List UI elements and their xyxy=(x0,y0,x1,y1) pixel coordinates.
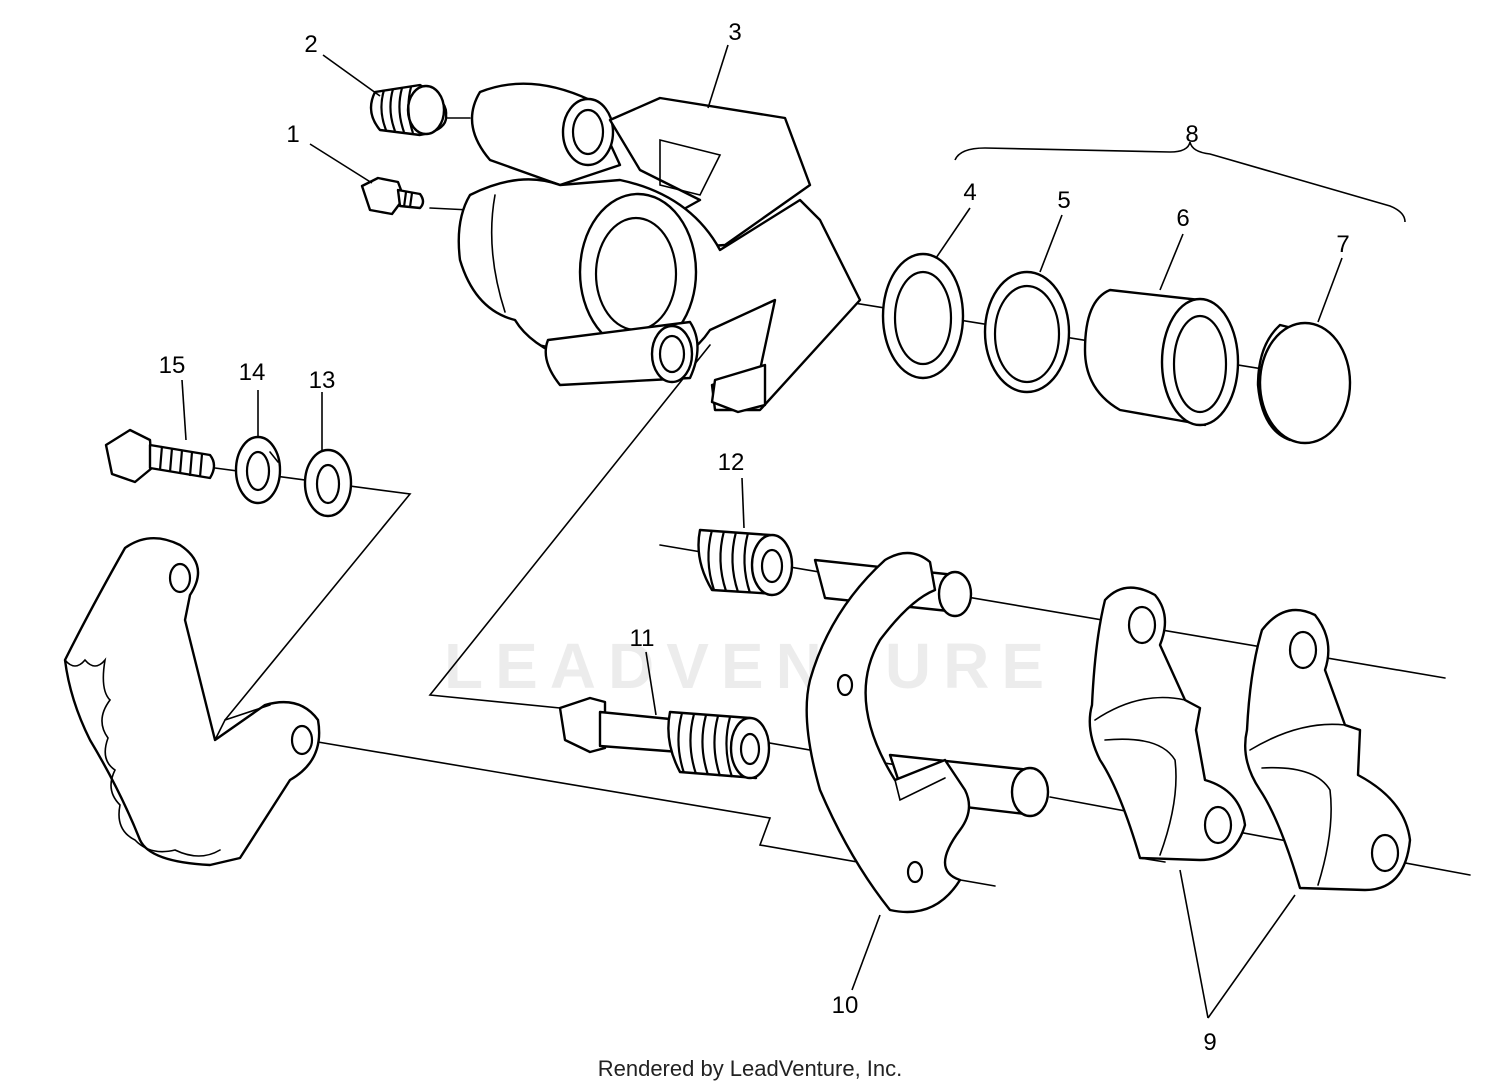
callout-3: 3 xyxy=(728,19,741,46)
pin-and-boot-part-11 xyxy=(558,696,771,780)
callout-12: 12 xyxy=(718,449,745,476)
footer-credit: Rendered by LeadVenture, Inc. xyxy=(597,1056,903,1081)
boot-part-12 xyxy=(697,528,794,597)
piston-part-6 xyxy=(1083,288,1240,427)
leader-lines xyxy=(181,44,1343,1019)
bolt-part-15 xyxy=(104,428,216,484)
callout-2: 2 xyxy=(304,31,317,58)
caliper-body-part-3 xyxy=(457,82,862,414)
callout-13: 13 xyxy=(309,367,336,394)
piston-cap-part-7 xyxy=(1256,321,1352,445)
watermark: LEADVENTURE xyxy=(444,630,1056,702)
washer-part-13 xyxy=(303,448,353,518)
callout-6: 6 xyxy=(1176,205,1189,232)
callout-8: 8 xyxy=(1185,121,1198,148)
callout-10: 10 xyxy=(832,992,859,1019)
bleeder-valve-part-1 xyxy=(360,176,425,216)
steering-knuckle xyxy=(63,537,321,867)
brake-pad-part-9-inner xyxy=(1088,586,1247,863)
callout-15: 15 xyxy=(159,352,186,379)
kit-bracket-part-8 xyxy=(954,141,1406,223)
callout-9: 9 xyxy=(1203,1029,1216,1056)
mounting-bracket-part-10 xyxy=(805,551,1050,914)
callout-5: 5 xyxy=(1057,187,1070,214)
callout-4: 4 xyxy=(963,179,976,206)
callouts: 1 2 3 4 5 6 7 8 9 10 11 12 13 14 15 xyxy=(159,19,1350,1056)
callout-14: 14 xyxy=(239,359,266,386)
seal-part-5 xyxy=(983,270,1071,394)
seal-part-4 xyxy=(881,252,965,380)
callout-7: 7 xyxy=(1336,231,1349,258)
brake-pad-part-9-outer xyxy=(1244,608,1412,892)
callout-1: 1 xyxy=(286,121,299,148)
callout-11: 11 xyxy=(630,625,655,652)
bleeder-screw-part-2 xyxy=(369,83,448,137)
lock-washer-part-14 xyxy=(234,435,282,505)
